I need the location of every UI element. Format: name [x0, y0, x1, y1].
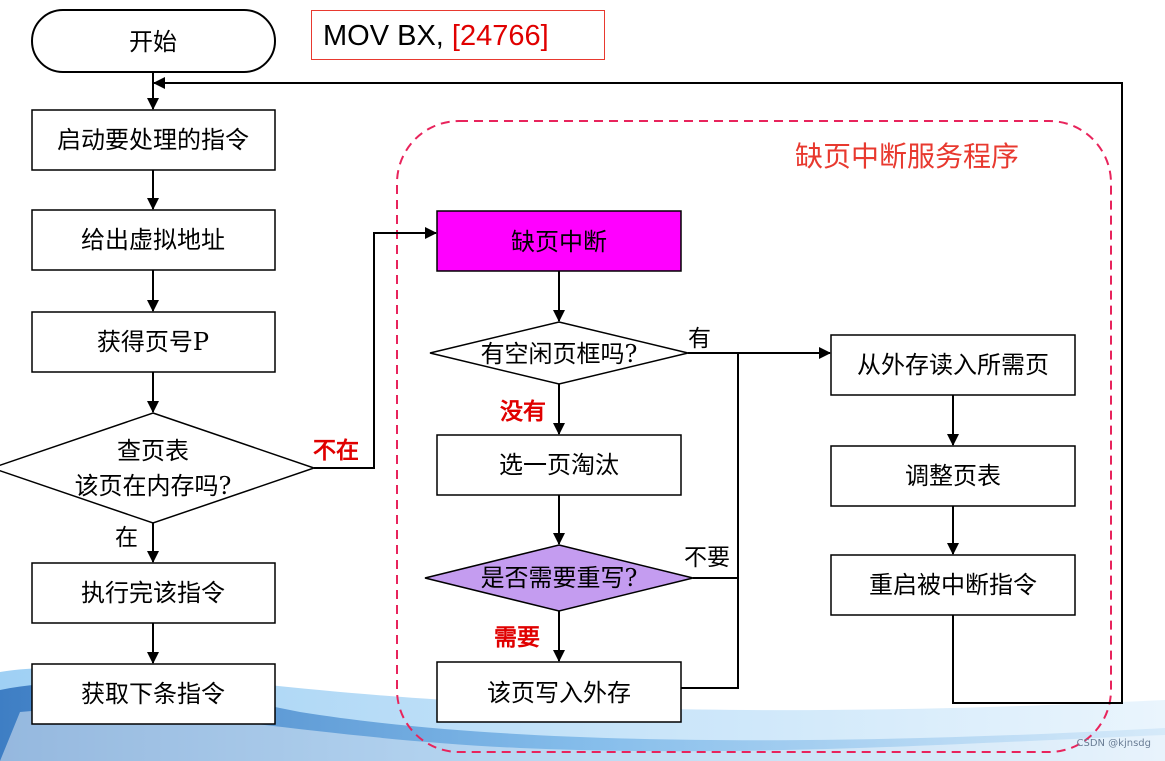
- free-frame-decision: 有空闲页框吗?: [429, 321, 689, 385]
- start-instruction-label: 启动要处理的指令: [57, 126, 249, 154]
- virtual-address-label: 给出虚拟地址: [81, 226, 225, 254]
- select-victim-label: 选一页淘汰: [499, 451, 619, 479]
- restart-box: 重启被中断指令: [830, 554, 1076, 616]
- check-page-table-decision: 查页表 该页在内存吗?: [0, 412, 317, 524]
- watermark: CSDN @kjnsdg: [1076, 738, 1151, 749]
- execute-instruction-label: 执行完该指令: [81, 579, 225, 607]
- service-routine-title: 缺页中断服务程序: [795, 140, 1019, 173]
- label-has: 有: [688, 326, 711, 352]
- service-arrows: [153, 77, 1123, 704]
- fetch-next-instruction-box: 获取下条指令: [31, 663, 276, 725]
- adjust-table-label: 调整页表: [905, 462, 1001, 490]
- check-page-table-line1: 查页表: [117, 437, 189, 465]
- read-in-label: 从外存读入所需页: [857, 351, 1049, 379]
- label-none: 没有: [500, 398, 546, 425]
- label-no-need: 不要: [684, 545, 730, 571]
- write-out-box: 该页写入外存: [436, 661, 682, 723]
- label-present: 在: [115, 525, 138, 551]
- label-need: 需要: [494, 625, 540, 651]
- select-victim-box: 选一页淘汰: [436, 434, 682, 496]
- start-instruction-box: 启动要处理的指令: [31, 109, 276, 171]
- label-not-present: 不在: [313, 437, 359, 464]
- instruction-text: MOV BX,: [323, 20, 452, 52]
- adjust-table-box: 调整页表: [830, 445, 1076, 507]
- check-page-table-line2: 该页在内存吗?: [75, 472, 232, 500]
- restart-label: 重启被中断指令: [869, 571, 1037, 599]
- start-label: 开始: [129, 28, 177, 56]
- read-in-box: 从外存读入所需页: [830, 334, 1076, 396]
- fetch-next-instruction-label: 获取下条指令: [81, 680, 225, 708]
- page-fault-box: 缺页中断: [436, 210, 682, 272]
- get-page-number-box: 获得页号P: [31, 311, 276, 373]
- instruction-box: MOV BX, [24766]: [311, 10, 605, 60]
- free-frame-label: 有空闲页框吗?: [481, 340, 638, 368]
- page-fault-label: 缺页中断: [511, 228, 607, 256]
- start-terminal: 开始: [31, 9, 276, 73]
- rewrite-decision: 是否需要重写?: [424, 544, 694, 612]
- execute-instruction-box: 执行完该指令: [31, 562, 276, 624]
- get-page-number-label: 获得页号P: [97, 328, 209, 356]
- rewrite-label: 是否需要重写?: [481, 564, 638, 592]
- write-out-label: 该页写入外存: [487, 679, 631, 707]
- instruction-address: [24766]: [451, 20, 549, 52]
- virtual-address-box: 给出虚拟地址: [31, 209, 276, 271]
